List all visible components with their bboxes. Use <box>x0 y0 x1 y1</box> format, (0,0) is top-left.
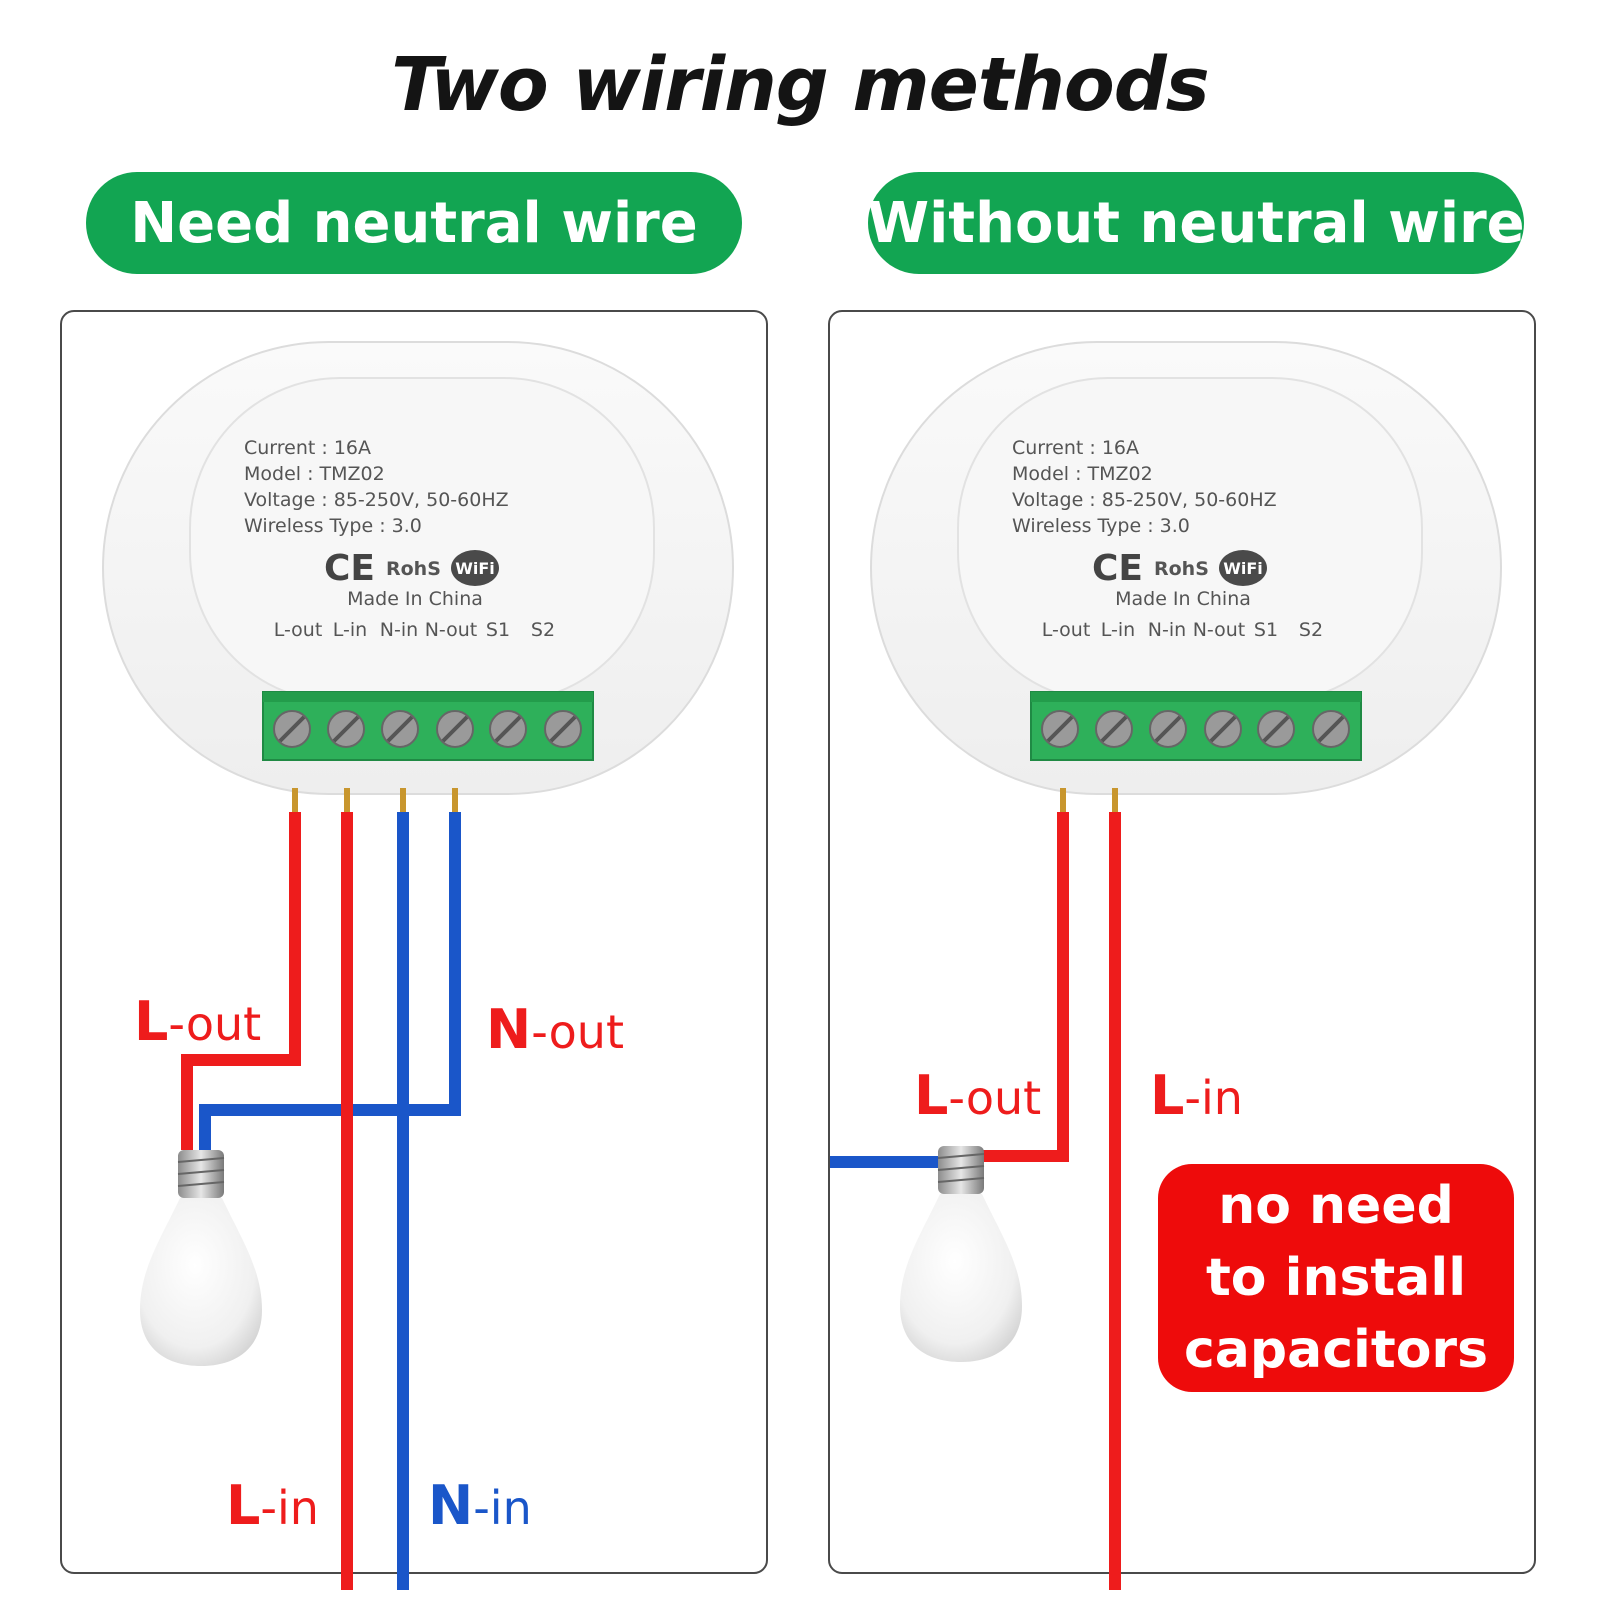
spec-wireless-type: Wireless Type : 3.0 <box>1012 515 1190 537</box>
spec-voltage: Voltage : 85-250V, 50-60HZ <box>244 489 509 511</box>
wifi-icon <box>451 550 499 586</box>
terminal-label-s2: S2 <box>531 619 555 641</box>
spec-current: Current : 16A <box>244 437 371 459</box>
badge-line-1: no need <box>1218 1176 1454 1236</box>
device-left: Current : 16A Model : TMZ02 Voltage : 85… <box>102 341 734 795</box>
terminal-label-l-in: L-in <box>333 619 367 641</box>
terminal-screws <box>273 710 582 748</box>
device-right: Current : 16A Model : TMZ02 Voltage : 85… <box>870 341 1502 795</box>
wire-tips-left <box>292 788 458 812</box>
label-l-in-left: L-in <box>226 1474 319 1537</box>
wifi-icon-label: WiFi <box>1223 559 1263 578</box>
label-l-out-left: L-out <box>134 990 261 1053</box>
light-bulb-icon <box>140 1150 262 1366</box>
spec-wireless-type: Wireless Type : 3.0 <box>244 515 422 537</box>
wifi-icon-label: WiFi <box>455 559 495 578</box>
label-n-in-left: N-in <box>428 1474 532 1537</box>
terminal-block <box>262 691 594 761</box>
badge-line-2: to install <box>1205 1248 1467 1308</box>
terminal-label-s1: S1 <box>1254 619 1278 641</box>
spec-current: Current : 16A <box>1012 437 1139 459</box>
wire-l-out-left <box>181 812 301 1150</box>
wire-tips-right <box>1060 788 1118 812</box>
label-l-in-right: L-in <box>1150 1064 1243 1127</box>
terminal-label-n-in: N-in <box>380 619 418 641</box>
rohs-mark: RohS <box>386 558 441 580</box>
label-n-out-left: N-out <box>486 998 624 1061</box>
terminal-label-s2: S2 <box>1299 619 1323 641</box>
device-label-plate <box>957 377 1423 703</box>
wifi-icon <box>1219 550 1267 586</box>
badge-line-3: capacitors <box>1183 1320 1489 1380</box>
wire-n-out-left <box>199 812 461 1150</box>
no-capacitor-badge: no need to install capacitors <box>1158 1164 1514 1392</box>
spec-voltage: Voltage : 85-250V, 50-60HZ <box>1012 489 1277 511</box>
terminal-screws <box>1041 710 1350 748</box>
light-bulb-icon <box>900 1146 1022 1362</box>
device-label-plate <box>189 377 655 703</box>
page-title: Two wiring methods <box>391 42 1209 128</box>
heading-without-neutral: Without neutral wire <box>867 172 1525 274</box>
wire-l-out-right <box>975 812 1069 1162</box>
terminal-label-l-out: L-out <box>274 619 323 641</box>
terminal-label-n-out: N-out <box>425 619 478 641</box>
label-l-out-right: L-out <box>914 1064 1041 1127</box>
terminal-label-l-in: L-in <box>1101 619 1135 641</box>
terminal-block <box>1030 691 1362 761</box>
rohs-mark: RohS <box>1154 558 1209 580</box>
terminal-label-s1: S1 <box>486 619 510 641</box>
spec-model: Model : TMZ02 <box>244 463 385 485</box>
terminal-label-n-in: N-in <box>1148 619 1186 641</box>
heading-need-neutral: Need neutral wire <box>86 172 742 274</box>
ce-mark: CE <box>324 548 375 589</box>
made-in-china: Made In China <box>1115 588 1251 610</box>
made-in-china: Made In China <box>347 588 483 610</box>
terminal-label-l-out: L-out <box>1042 619 1091 641</box>
ce-mark: CE <box>1092 548 1143 589</box>
terminal-label-n-out: N-out <box>1193 619 1246 641</box>
spec-model: Model : TMZ02 <box>1012 463 1153 485</box>
